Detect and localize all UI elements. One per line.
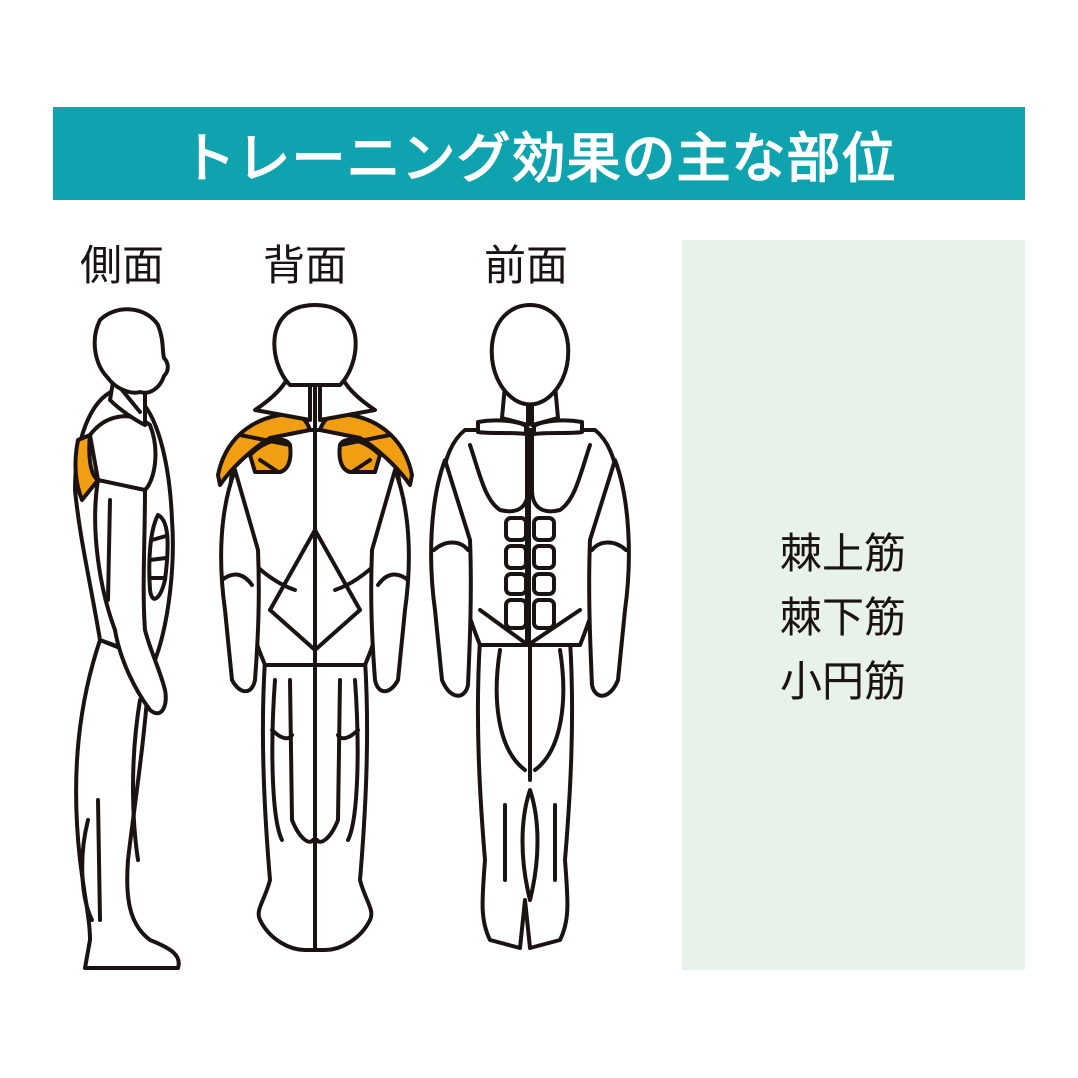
page-title: トレーニング効果の主な部位 xyxy=(181,127,897,190)
muscle-item-supraspinatus: 棘上筋 xyxy=(780,529,907,578)
muscle-list: 棘上筋 棘下筋 小円筋 xyxy=(780,522,906,714)
muscle-item-teres-minor: 小円筋 xyxy=(780,657,907,706)
side-view-figure xyxy=(73,307,181,970)
front-view-figure xyxy=(429,303,631,950)
title-banner: トレーニング効果の主な部位 xyxy=(53,107,1025,200)
front-view-label: 前面 xyxy=(484,241,569,290)
target-muscles-panel: 棘上筋 棘下筋 小円筋 xyxy=(682,240,1025,970)
back-view-label: 背面 xyxy=(263,241,348,290)
side-view-label: 側面 xyxy=(80,241,165,290)
back-view-figure xyxy=(216,303,414,952)
muscle-item-infraspinatus: 棘下筋 xyxy=(780,593,907,642)
